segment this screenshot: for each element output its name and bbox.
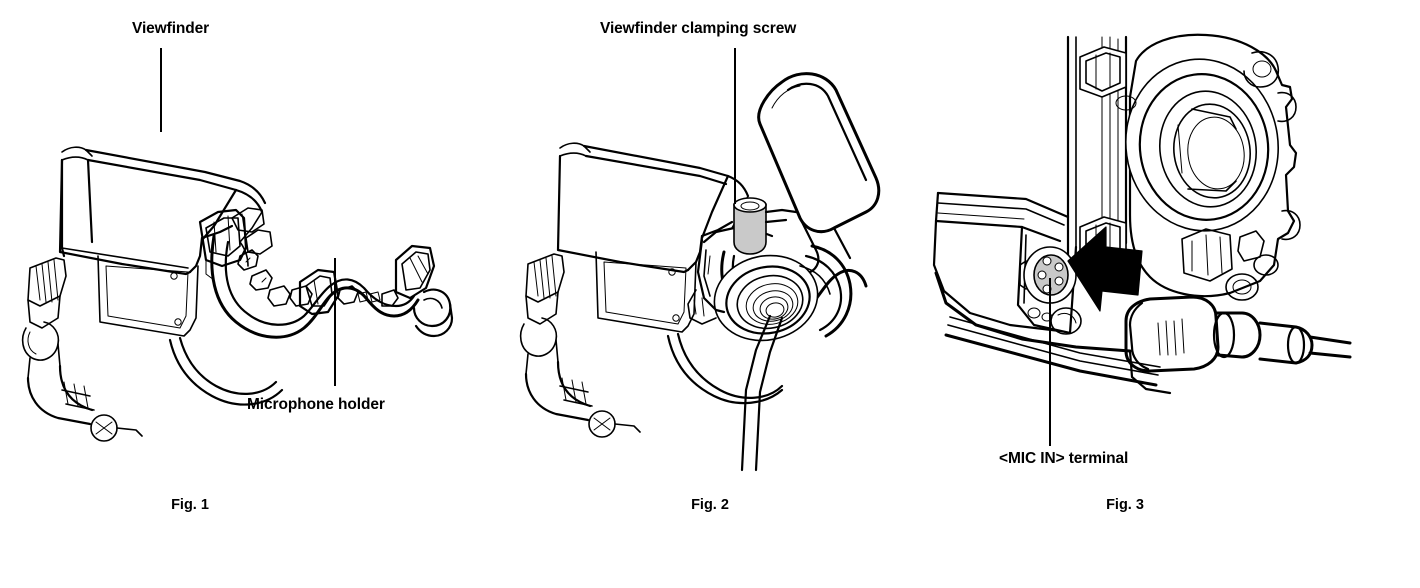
caption-fig-2: Fig. 2 (691, 497, 729, 513)
figure-3: <MIC IN> terminal Fig. 3 (930, 0, 1352, 540)
label-mic-in-terminal: <MIC IN> terminal (999, 450, 1129, 467)
leader-viewfinder (160, 48, 162, 132)
caption-fig-1: Fig. 1 (171, 497, 209, 513)
label-viewfinder-clamping-screw: Viewfinder clamping screw (600, 20, 797, 37)
fig3-drawing (932, 33, 1352, 395)
figure-1: Viewfinder Microphone holder Fig. 1 (0, 0, 470, 540)
leader-clamping-screw (734, 48, 736, 204)
fig2-drawing (519, 72, 881, 472)
leader-microphone-holder (334, 258, 336, 386)
leader-mic-in-terminal (1049, 278, 1051, 446)
figure-2: Viewfinder clamping screw Fig. 2 (519, 0, 940, 540)
label-microphone-holder: Microphone holder (247, 396, 385, 413)
fig1-drawing (21, 146, 454, 442)
caption-fig-3: Fig. 3 (1106, 497, 1144, 513)
label-viewfinder: Viewfinder (132, 20, 210, 37)
